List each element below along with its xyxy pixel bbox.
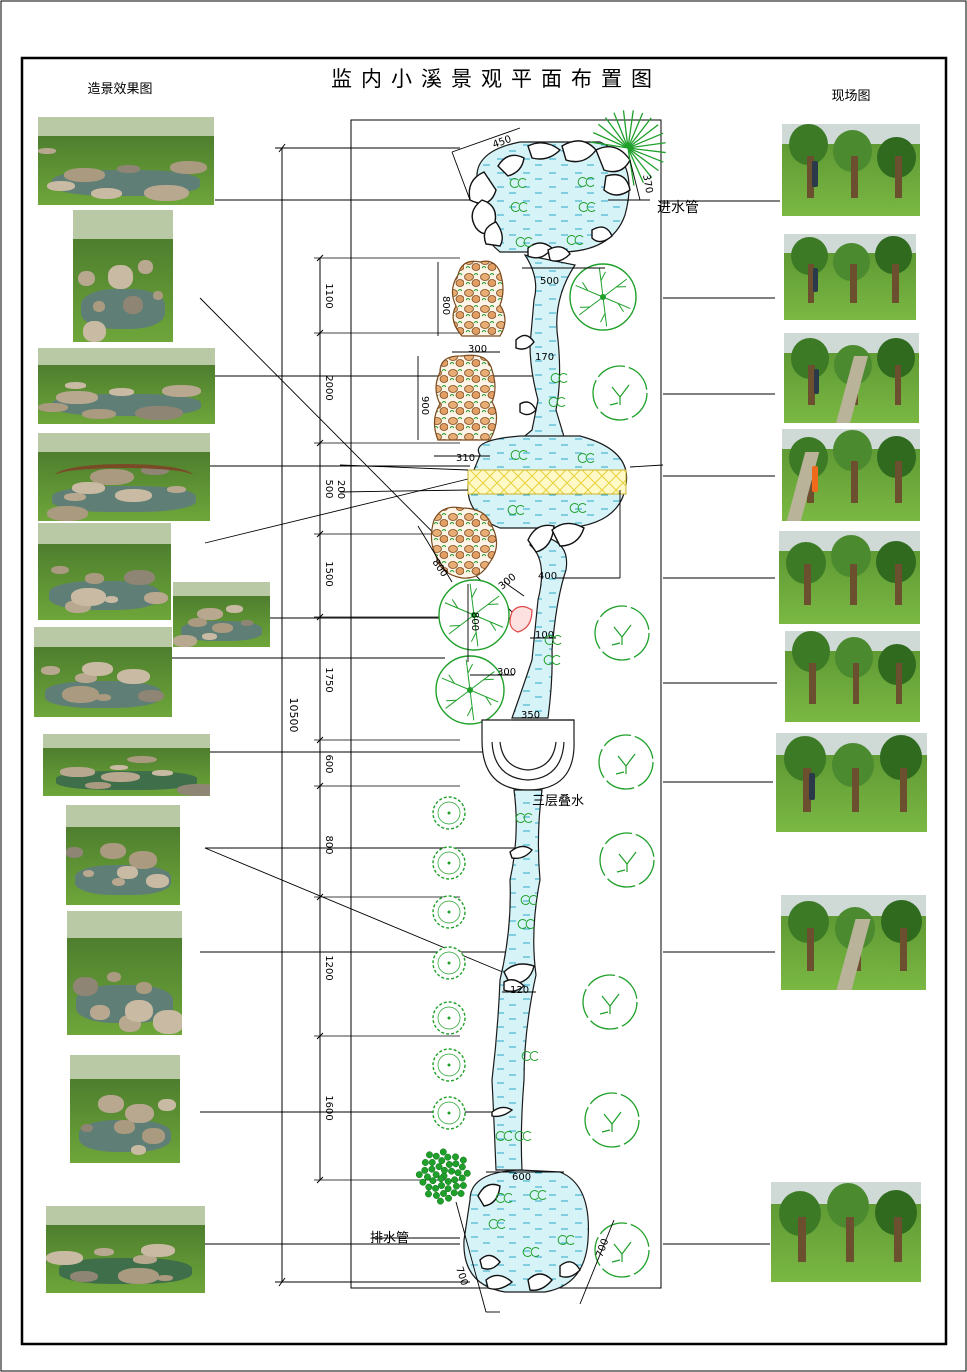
lily-pads — [488, 177, 596, 1257]
pebble-pond-photo — [67, 911, 182, 1035]
site-photo-8 — [781, 895, 926, 990]
tree-4 — [599, 832, 655, 888]
tree-2 — [594, 605, 650, 661]
dim-seg-2000: 2000 — [323, 375, 334, 400]
dim-stream-170: 170 — [535, 352, 554, 363]
dim-seg-1200: 1200 — [323, 955, 334, 980]
inner-dimensions — [339, 127, 650, 1313]
page-title: 监内小溪景观平面布置图 — [331, 67, 661, 91]
dim-rock-top-w: 300 — [468, 344, 487, 355]
rock-piles — [468, 140, 631, 1291]
site-photo-5 — [779, 531, 920, 624]
shrub-4 — [432, 946, 466, 980]
lotus-pool-photo — [43, 734, 210, 796]
stone-garden-photo — [38, 523, 171, 620]
lower-stream — [511, 537, 568, 719]
dim-seg-200: 200 — [335, 480, 346, 499]
outlet-pipe-label: 排水管 — [370, 1231, 409, 1246]
large-tree-3 — [435, 655, 505, 725]
shrub-6 — [432, 1048, 466, 1082]
dim-seg-1100: 1100 — [323, 283, 334, 308]
shrub-1 — [432, 796, 466, 830]
dense-shrub — [415, 1148, 471, 1205]
dim-rock-mid-w: 310 — [456, 453, 475, 464]
koi-pond-photo — [46, 1206, 205, 1293]
shrub-2 — [432, 846, 466, 880]
tree-6 — [584, 1092, 640, 1148]
shrub-7 — [432, 1096, 466, 1130]
dim-seg-1500: 1500 — [323, 561, 334, 586]
rock-planting-beds — [430, 260, 506, 579]
dim-cascade-350: 350 — [521, 710, 540, 721]
rock-sculpture-photo — [173, 582, 270, 647]
site-photo-1 — [782, 124, 920, 216]
tree-symbols — [435, 263, 655, 1278]
site-photo-7 — [776, 733, 927, 832]
tree-7 — [594, 1222, 650, 1278]
drawing-frame — [20, 56, 948, 1346]
bridge — [467, 469, 627, 495]
site-photo-3 — [784, 333, 919, 423]
segment-dimension-chain — [314, 254, 460, 1184]
right-header: 现场图 — [831, 89, 870, 104]
large-tree-2 — [438, 579, 510, 651]
reed-pond-photo — [70, 1055, 180, 1163]
dim-stream-120: 120 — [510, 985, 529, 996]
dim-tree-800: 800 — [469, 612, 480, 631]
dim-tree-300: 300 — [497, 667, 516, 678]
wooden-bridge-photo — [38, 433, 210, 521]
dim-top-pond-right: 370 — [640, 174, 654, 195]
tree-1 — [592, 365, 648, 421]
dim-stream-300: 300 — [497, 572, 519, 593]
dim-total-length: 10500 — [287, 698, 300, 733]
dim-neck-500: 500 — [540, 276, 559, 287]
dim-seg-600: 600 — [323, 754, 334, 773]
rock-stream-photo — [73, 210, 173, 342]
site-photo-9 — [771, 1182, 921, 1282]
dim-seg-1750: 1750 — [323, 667, 334, 692]
dim-pond-mid-400: 400 — [538, 571, 557, 582]
site-photo-2 — [784, 234, 916, 320]
dim-bottom-left-700: 700 — [453, 1266, 469, 1288]
dim-seg-800: 800 — [323, 835, 334, 854]
site-photo-4 — [782, 429, 920, 521]
small-waterfall-photo — [66, 805, 180, 905]
inlet-pipe-label: 进水管 — [657, 200, 699, 216]
site-photo-6 — [785, 631, 920, 722]
rocky-stream-photo — [34, 627, 172, 717]
pond-garden-photo — [38, 117, 214, 205]
left-header: 造景效果图 — [87, 82, 152, 97]
tree-5 — [582, 974, 638, 1030]
total-length-dimension — [275, 143, 470, 1287]
tree-3 — [598, 734, 654, 790]
dim-rock-mid-h: 900 — [419, 396, 430, 415]
cascade-label: 三层叠水 — [532, 794, 584, 809]
shrub-3 — [432, 895, 466, 929]
palm-symbol — [590, 110, 666, 186]
dim-rock-top-h: 800 — [440, 296, 451, 315]
large-tree-1 — [569, 263, 637, 331]
dim-stream-100: 100 — [535, 630, 554, 641]
dim-bottom-600: 600 — [512, 1172, 531, 1183]
dim-seg-1600: 1600 — [323, 1095, 334, 1120]
pink-rock — [509, 605, 533, 633]
dim-seg-500: 500 — [323, 479, 334, 498]
shrub-symbols — [432, 796, 466, 1130]
stone-creek-photo — [38, 348, 215, 424]
shrub-5 — [432, 1001, 466, 1035]
